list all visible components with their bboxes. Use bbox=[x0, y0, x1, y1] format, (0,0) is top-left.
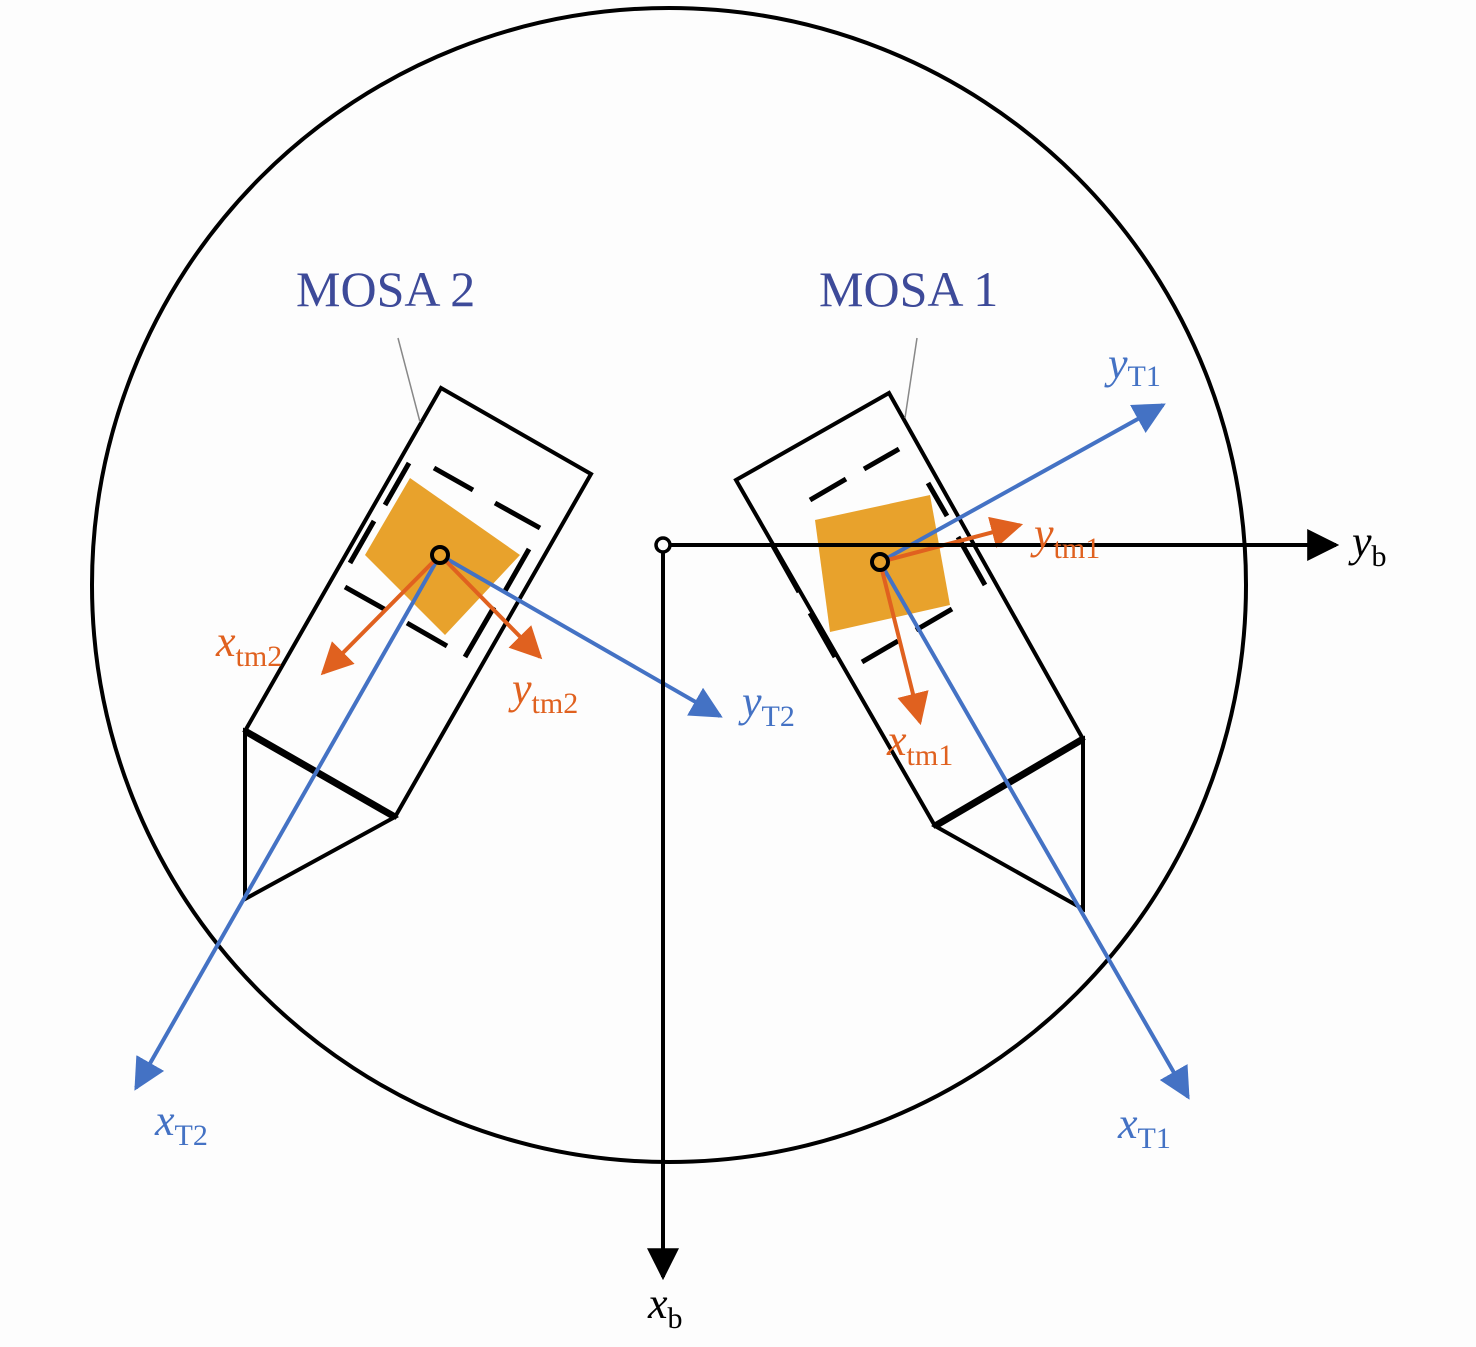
body-origin bbox=[654, 536, 672, 554]
mosa2-origin bbox=[430, 545, 450, 565]
mosa1-xT-axis bbox=[878, 561, 1190, 1100]
body-frame bbox=[647, 529, 1340, 1281]
mosa1-telescope-cone bbox=[930, 735, 1085, 913]
mosa1-origin bbox=[870, 552, 890, 572]
label-yT2: yT2 bbox=[738, 677, 795, 733]
mosa2-yT-axis bbox=[439, 553, 723, 718]
mosa1-yT-axis bbox=[879, 403, 1166, 564]
mosa1-label: MOSA 1 bbox=[819, 261, 998, 317]
label-yb: yb bbox=[1348, 517, 1387, 573]
mosa1-cage bbox=[769, 446, 988, 665]
mosa2-xT-axis bbox=[134, 554, 442, 1091]
mosa2-ytm-axis bbox=[438, 553, 543, 660]
label-xtm1: xtm1 bbox=[886, 716, 953, 772]
mosa1-xtm-axis bbox=[878, 561, 929, 726]
label-ytm1: ytm1 bbox=[1030, 509, 1100, 565]
mosa2-xtm-axis bbox=[320, 553, 442, 676]
spacecraft-outline bbox=[90, 6, 1248, 1164]
label-xT1: xT1 bbox=[1117, 1099, 1171, 1155]
label-yT1: yT1 bbox=[1104, 339, 1161, 393]
mosa2-assembly bbox=[134, 337, 723, 1091]
label-ytm2: ytm2 bbox=[508, 664, 578, 720]
label-xb: xb bbox=[647, 1279, 683, 1335]
mosa2-label: MOSA 2 bbox=[296, 261, 475, 317]
label-xT2: xT2 bbox=[154, 1096, 208, 1152]
mosa1-leader-line bbox=[904, 337, 918, 419]
mosa2-leader-line bbox=[397, 337, 421, 423]
mosa2-telescope-cone bbox=[243, 727, 400, 903]
mosa2-cage bbox=[343, 461, 542, 659]
label-xtm2: xtm2 bbox=[215, 617, 282, 673]
mosa1-assembly bbox=[733, 337, 1190, 1100]
